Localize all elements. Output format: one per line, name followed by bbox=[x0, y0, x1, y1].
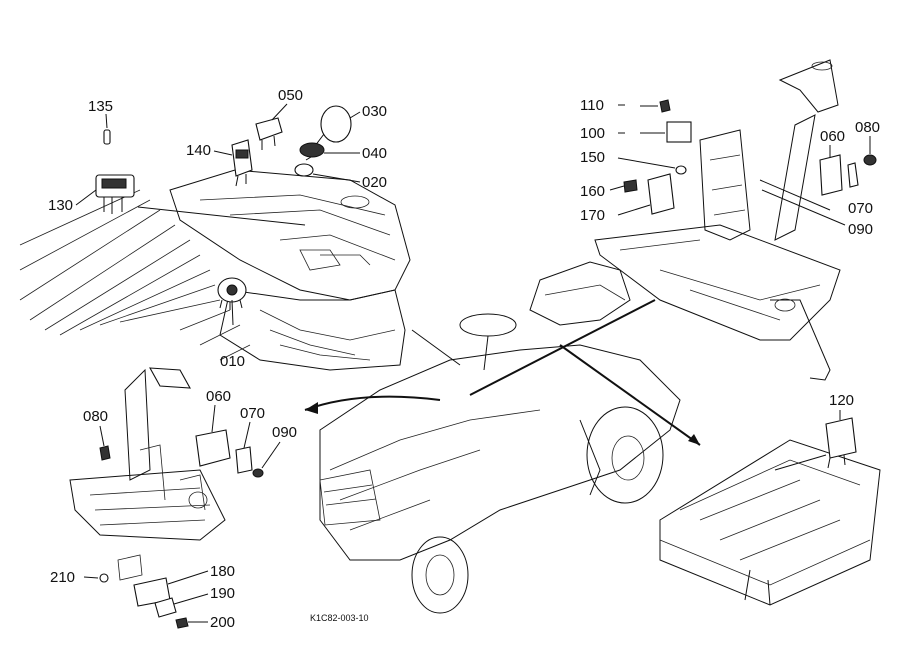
bolt-part-160 bbox=[623, 179, 638, 193]
callout-labels: 135 050 030 140 040 130 020 010 110 100 … bbox=[48, 87, 880, 631]
label-150: 150 bbox=[580, 149, 605, 166]
label-050: 050 bbox=[278, 87, 303, 104]
label-060-right: 060 bbox=[820, 128, 845, 145]
bolt-part-200 bbox=[175, 617, 189, 629]
plate-part-070-left bbox=[235, 446, 253, 474]
label-070-left: 070 bbox=[240, 405, 265, 422]
nut-part-080-right bbox=[863, 154, 877, 166]
bracket-part-190 bbox=[154, 597, 177, 618]
label-070-right: 070 bbox=[848, 200, 873, 217]
label-030: 030 bbox=[362, 103, 387, 120]
label-170: 170 bbox=[580, 207, 605, 224]
seat-switch-part-120 bbox=[825, 417, 857, 469]
mower-illustration bbox=[304, 261, 701, 614]
label-135: 135 bbox=[88, 98, 113, 115]
grommet-part-040 bbox=[299, 142, 325, 158]
switch-part-060-left bbox=[195, 429, 231, 467]
label-140: 140 bbox=[186, 142, 211, 159]
plate-part-070-right bbox=[847, 162, 859, 188]
screw-part-110 bbox=[659, 99, 671, 113]
label-120: 120 bbox=[829, 392, 854, 409]
label-080-right: 080 bbox=[855, 119, 880, 136]
label-130: 130 bbox=[48, 197, 73, 214]
nut-part-020 bbox=[294, 163, 314, 177]
switch-part-140 bbox=[231, 139, 253, 187]
label-180: 180 bbox=[210, 563, 235, 580]
label-090-right: 090 bbox=[848, 221, 873, 238]
seat-frame-assembly bbox=[594, 59, 877, 381]
timer-part-170 bbox=[647, 173, 675, 215]
label-100: 100 bbox=[580, 125, 605, 142]
label-040: 040 bbox=[362, 145, 387, 162]
label-060-left: 060 bbox=[206, 388, 231, 405]
switch-part-050 bbox=[255, 117, 283, 150]
key-switch-part-010 bbox=[217, 277, 247, 310]
pedal-assembly bbox=[69, 367, 264, 629]
washer-part-150 bbox=[675, 165, 687, 175]
label-210: 210 bbox=[50, 569, 75, 586]
hour-meter-part-130 bbox=[95, 174, 135, 214]
label-080-left: 080 bbox=[83, 408, 108, 425]
label-200: 200 bbox=[210, 614, 235, 631]
dashboard-assembly bbox=[19, 105, 411, 371]
label-160: 160 bbox=[580, 183, 605, 200]
nut-part-090-left bbox=[252, 468, 264, 478]
nut-part-210 bbox=[99, 573, 109, 583]
label-110: 110 bbox=[580, 97, 604, 114]
switch-part-060-right bbox=[819, 154, 843, 196]
relay-part-100 bbox=[666, 121, 692, 143]
label-090-left: 090 bbox=[272, 424, 297, 441]
label-190: 190 bbox=[210, 585, 235, 602]
label-020: 020 bbox=[362, 174, 387, 191]
label-010: 010 bbox=[220, 353, 245, 370]
bolt-part-080-left bbox=[99, 445, 111, 461]
fuse-part-135 bbox=[103, 129, 111, 145]
seat-assembly bbox=[659, 417, 881, 606]
diagram-code: K1C82-003-10 bbox=[310, 613, 369, 623]
